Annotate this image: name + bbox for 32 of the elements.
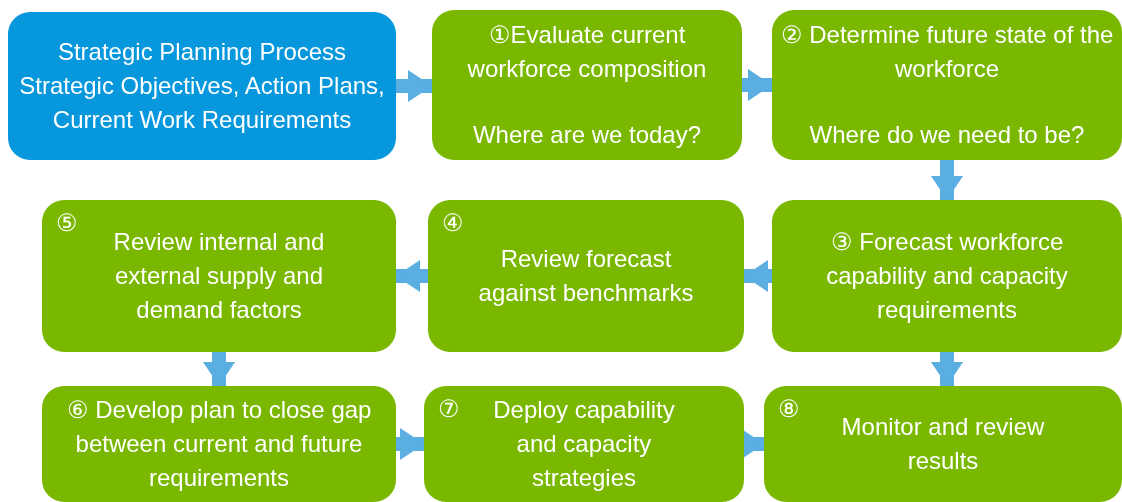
arrow [744,260,772,292]
step-text: ② Determine future state of the workforce [779,20,1115,84]
step-text: Review internal and external supply and demand factors [112,227,326,325]
step-number: ④ [442,208,464,238]
arrow [396,260,428,292]
step-number: ⑤ [56,208,78,238]
process-box [424,386,744,502]
process-box [428,200,744,352]
step-number: ⑦ [438,394,460,424]
step-text: Monitor and review results [840,412,1046,476]
arrow [742,69,772,101]
step-text: ⑥ Develop plan to close gap between current and future requirements [65,395,373,493]
step-number: ⑧ [778,394,800,424]
step-text: ①Evaluate current workforce composition [466,20,708,84]
step-question: Where do we need to be? [809,120,1085,150]
step-question: Where are we today? [472,120,702,150]
process-box [772,10,1122,160]
process-box [772,200,1122,352]
arrow [396,428,424,460]
process-box [42,200,396,352]
input-box [8,12,396,160]
arrow [396,70,432,102]
arrow [931,352,963,386]
arrow [203,352,235,386]
step-text: ③ Forecast workforce capability and capacity requirements [825,227,1069,325]
arrow [931,160,963,200]
step-text: Deploy capability and capacity strategies [492,395,676,493]
step-text: Strategic Planning Process Strategic Objectives, Action Plans, Current Work Requirements [18,37,386,135]
process-box [764,386,1122,502]
process-box [42,386,396,502]
step-text: Review forecast against benchmarks [477,244,695,308]
process-box [432,10,742,160]
